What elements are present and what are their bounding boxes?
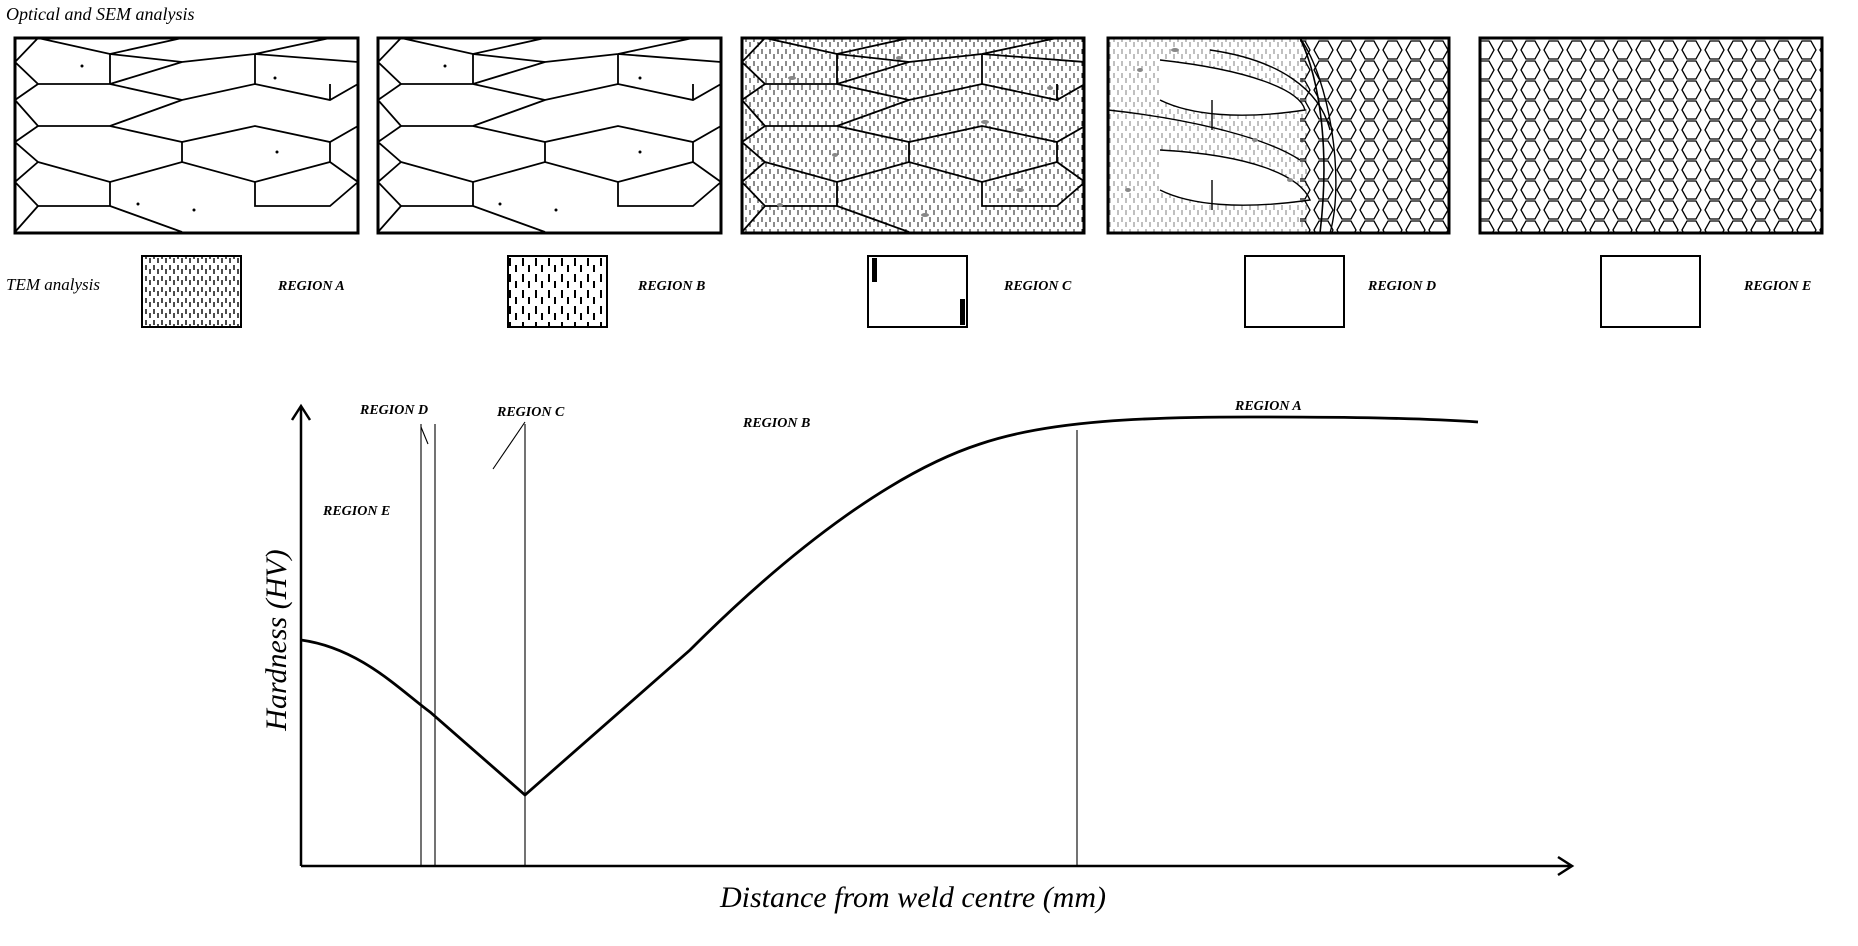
graph-label-region-b: REGION B	[742, 416, 810, 431]
micrograph-frame	[376, 36, 723, 235]
micrograph-frame	[740, 36, 1086, 235]
elongated-grain-network	[378, 38, 721, 233]
micrograph-region-c	[740, 36, 1086, 235]
micrograph-frame	[1478, 36, 1824, 235]
tem-swatch-region-c	[867, 255, 968, 328]
region-c-pointer	[492, 421, 526, 470]
tem-label-region-a: REGION A	[277, 279, 345, 294]
micrograph-frame	[13, 36, 360, 235]
hardness-curve	[300, 415, 1479, 797]
precipitate-dots	[443, 64, 642, 212]
graph-axes	[290, 403, 1575, 877]
x-axis-arrowhead	[1557, 855, 1575, 877]
hardness-profile-graph: REGION E REGION D REGION C REGION B REGI…	[260, 399, 1575, 914]
micrograph-region-d	[1106, 36, 1451, 235]
y-axis-arrowhead	[290, 403, 312, 421]
tem-label-region-d: REGION D	[1367, 279, 1436, 294]
precipitate-mark	[872, 258, 877, 282]
graph-label-region-c: REGION C	[496, 405, 565, 420]
precipitate-mark	[960, 299, 965, 325]
fine-precipitate-texture	[742, 38, 1084, 233]
tem-swatch-region-d	[1244, 255, 1345, 328]
elongated-grain-network	[15, 38, 358, 233]
grey-particles	[1125, 48, 1293, 192]
tem-label-region-c: REGION C	[1003, 279, 1072, 294]
graph-label-region-e: REGION E	[322, 504, 390, 519]
graph-label-region-a: REGION A	[1234, 399, 1302, 414]
tem-label-region-b: REGION B	[637, 279, 705, 294]
region-boundary-lines	[420, 421, 1078, 866]
precipitate-dots	[80, 64, 279, 212]
micrograph-region-a	[13, 36, 360, 235]
region-d-pointer	[420, 426, 429, 445]
grey-particles	[777, 56, 1053, 217]
tem-swatch-region-e	[1600, 255, 1701, 328]
tem-swatch-region-b	[507, 255, 608, 328]
cellular-dendrite-network	[1480, 38, 1822, 233]
micrograph-region-b	[376, 36, 723, 235]
tem-swatch-region-a	[141, 255, 242, 328]
elongated-grain-network	[742, 38, 1084, 233]
optical-sem-heading: Optical and SEM analysis	[6, 4, 194, 24]
y-axis-title: Hardness (HV)	[260, 549, 293, 731]
tem-heading: TEM analysis	[6, 275, 100, 294]
micrograph-region-e	[1478, 36, 1824, 235]
x-axis-title: Distance from weld centre (mm)	[719, 881, 1106, 914]
micrograph-frame	[1106, 36, 1451, 235]
cellular-dendrite-network	[1300, 38, 1449, 233]
graph-label-region-d: REGION D	[359, 403, 428, 418]
tem-label-region-e: REGION E	[1743, 279, 1811, 294]
